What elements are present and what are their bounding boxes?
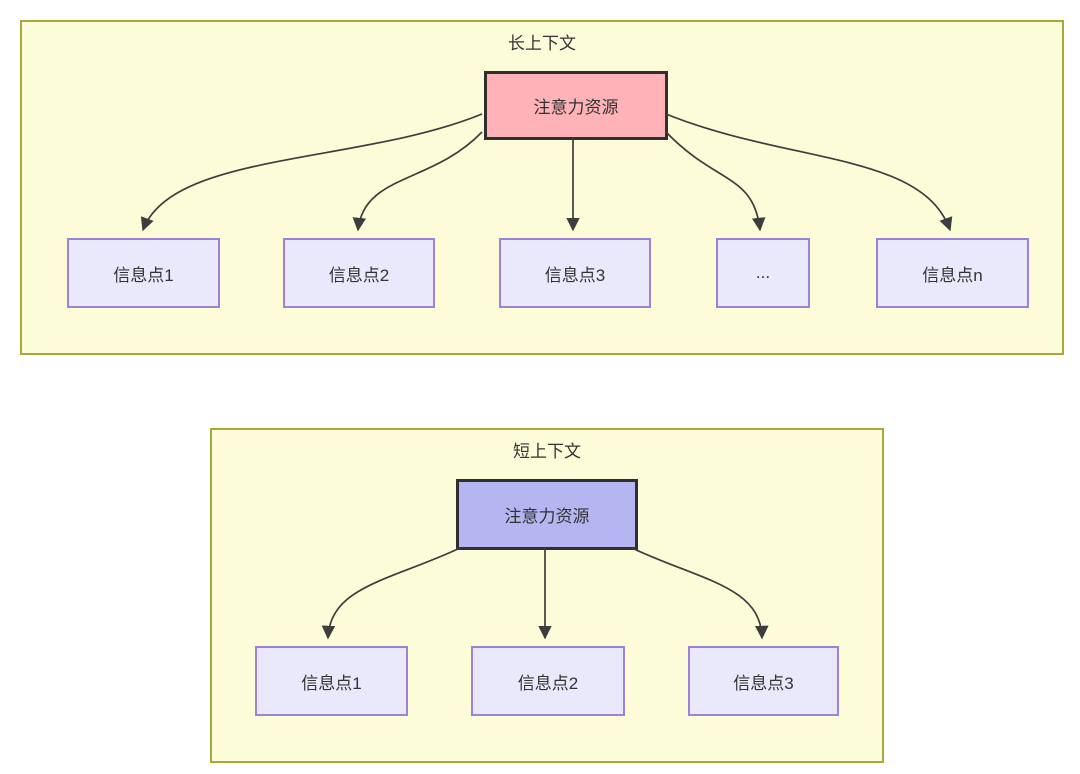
- long-context-group: 长上下文 注意力资源 信息点1 信息点2 信息点3 ... 信息点n: [20, 20, 1064, 355]
- attention-node-long-label: 注意力资源: [533, 98, 619, 117]
- info-node-long-n: 信息点n: [876, 238, 1029, 308]
- info-node-long-3: 信息点3: [499, 238, 651, 308]
- info-node-long-1: 信息点1: [67, 238, 220, 308]
- info-node-short-2: 信息点2: [471, 646, 625, 716]
- attention-node-short: 注意力资源: [456, 479, 638, 550]
- attention-node-short-label: 注意力资源: [504, 507, 590, 526]
- info-node-short-3: 信息点3: [688, 646, 839, 716]
- short-context-title: 短上下文: [513, 442, 581, 461]
- info-node-long-2: 信息点2: [283, 238, 435, 308]
- info-node-short-1: 信息点1: [255, 646, 408, 716]
- attention-node-long: 注意力资源: [484, 71, 668, 140]
- short-context-group: 短上下文 注意力资源 信息点1 信息点2 信息点3: [210, 428, 884, 763]
- long-context-title: 长上下文: [508, 34, 576, 53]
- info-node-long-ellipsis: ...: [716, 238, 810, 308]
